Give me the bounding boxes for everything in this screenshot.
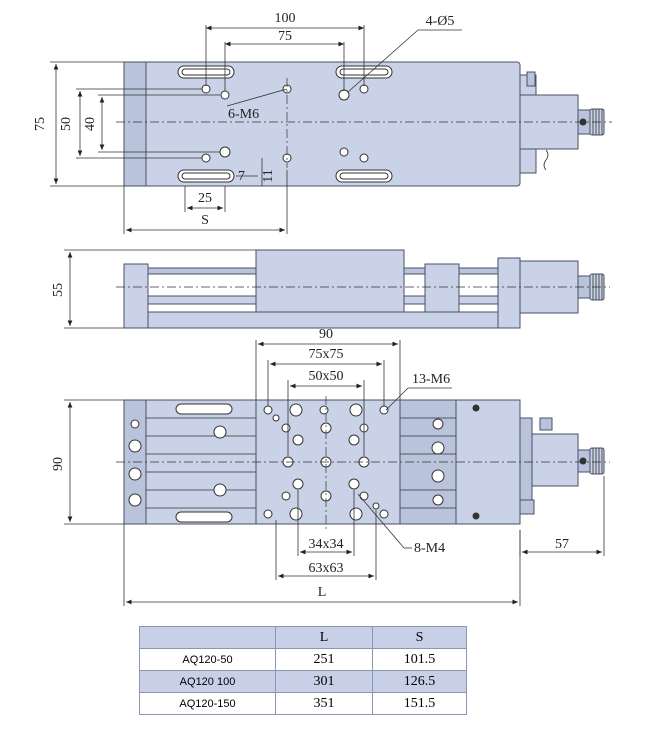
table-cell-l: 251 bbox=[275, 648, 373, 671]
top-view-end-plate bbox=[123, 61, 147, 187]
table-cell-model: AQ120-50 bbox=[139, 648, 276, 671]
top-view-body bbox=[123, 61, 521, 187]
spec-table: L S AQ120-50 251 101.5 AQ120 100 301 126… bbox=[139, 626, 467, 715]
table-cell-l: 301 bbox=[275, 670, 373, 693]
dim-11: 11 bbox=[261, 169, 276, 182]
table-cell-s: 101.5 bbox=[372, 648, 467, 671]
table-header-row: L S bbox=[139, 626, 467, 649]
dim-13-m6: 13-M6 bbox=[412, 372, 450, 387]
dim-l: L bbox=[318, 585, 327, 600]
table-cell-s: 151.5 bbox=[372, 692, 467, 715]
table-cell-s: 126.5 bbox=[372, 670, 467, 693]
side-view: 55 bbox=[51, 249, 610, 329]
dim-50x50: 50x50 bbox=[309, 369, 344, 384]
dim-75: 75 bbox=[278, 29, 292, 44]
table-header-l: L bbox=[275, 626, 373, 649]
dim-40: 40 bbox=[83, 117, 98, 131]
dim-75-left: 75 bbox=[33, 117, 48, 131]
dim-25: 25 bbox=[198, 191, 212, 206]
technical-drawing: 100 75 4-Ø5 6-M6 75 50 40 11 7 25 S 55 bbox=[33, 11, 612, 606]
dim-100: 100 bbox=[275, 11, 296, 26]
dim-75x75: 75x75 bbox=[309, 347, 344, 362]
dim-4-d5: 4-Ø5 bbox=[426, 14, 455, 29]
dim-55: 55 bbox=[51, 283, 66, 297]
dim-8-m4: 8-M4 bbox=[414, 541, 445, 556]
dim-90-left: 90 bbox=[51, 457, 66, 471]
table-row: AQ120 100 301 126.5 bbox=[139, 670, 467, 693]
dim-7: 7 bbox=[238, 169, 245, 184]
side-view-carriage bbox=[255, 249, 405, 313]
side-view-end-block bbox=[123, 263, 149, 329]
table-row: AQ120-150 351 151.5 bbox=[139, 692, 467, 715]
dim-63x63: 63x63 bbox=[309, 561, 344, 576]
table-header-model bbox=[139, 626, 276, 649]
table-cell-l: 351 bbox=[275, 692, 373, 715]
dim-34x34: 34x34 bbox=[309, 537, 344, 552]
table-cell-model: AQ120 100 bbox=[139, 670, 276, 693]
dim-57: 57 bbox=[555, 537, 569, 552]
dim-6-m6: 6-M6 bbox=[228, 107, 259, 122]
table-header-s: S bbox=[372, 626, 467, 649]
dim-50: 50 bbox=[59, 117, 74, 131]
table-cell-model: AQ120-150 bbox=[139, 692, 276, 715]
dim-90-top: 90 bbox=[319, 327, 333, 342]
dim-s: S bbox=[201, 213, 209, 228]
bottom-view: 90 75x75 50x50 13-M6 90 34x34 8-M4 63x63… bbox=[51, 327, 610, 606]
top-view: 100 75 4-Ø5 6-M6 75 50 40 11 7 25 S bbox=[33, 11, 612, 234]
table-row: AQ120-50 251 101.5 bbox=[139, 648, 467, 671]
